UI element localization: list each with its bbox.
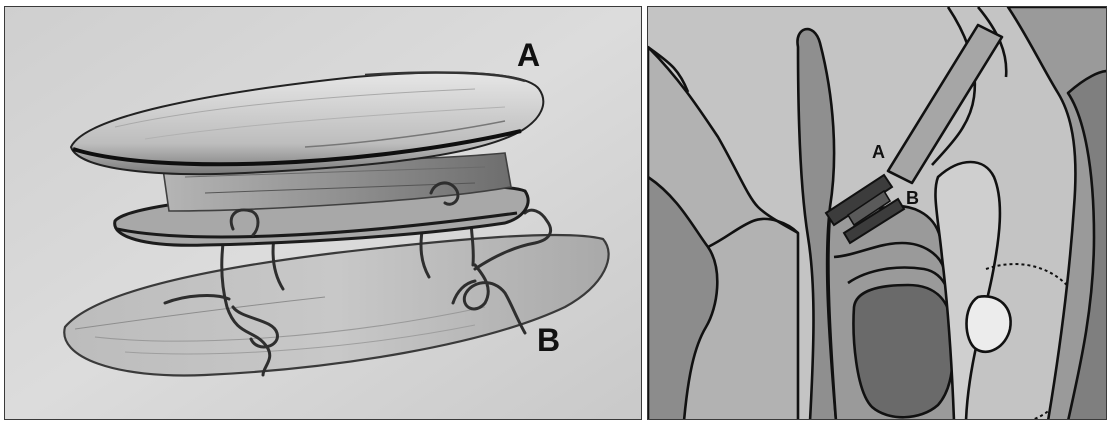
sketch-label-b: B — [537, 322, 560, 359]
dark-inner-mass — [854, 285, 953, 417]
sketch-label-a: A — [517, 37, 540, 74]
anatomical-diagram-drawing — [648, 7, 1107, 420]
pencil-sketch-panel: A B — [4, 6, 642, 420]
anatomical-diagram-panel: A B — [647, 6, 1107, 420]
diagram-label-a: A — [872, 142, 885, 163]
diagram-label-b: B — [906, 188, 919, 209]
